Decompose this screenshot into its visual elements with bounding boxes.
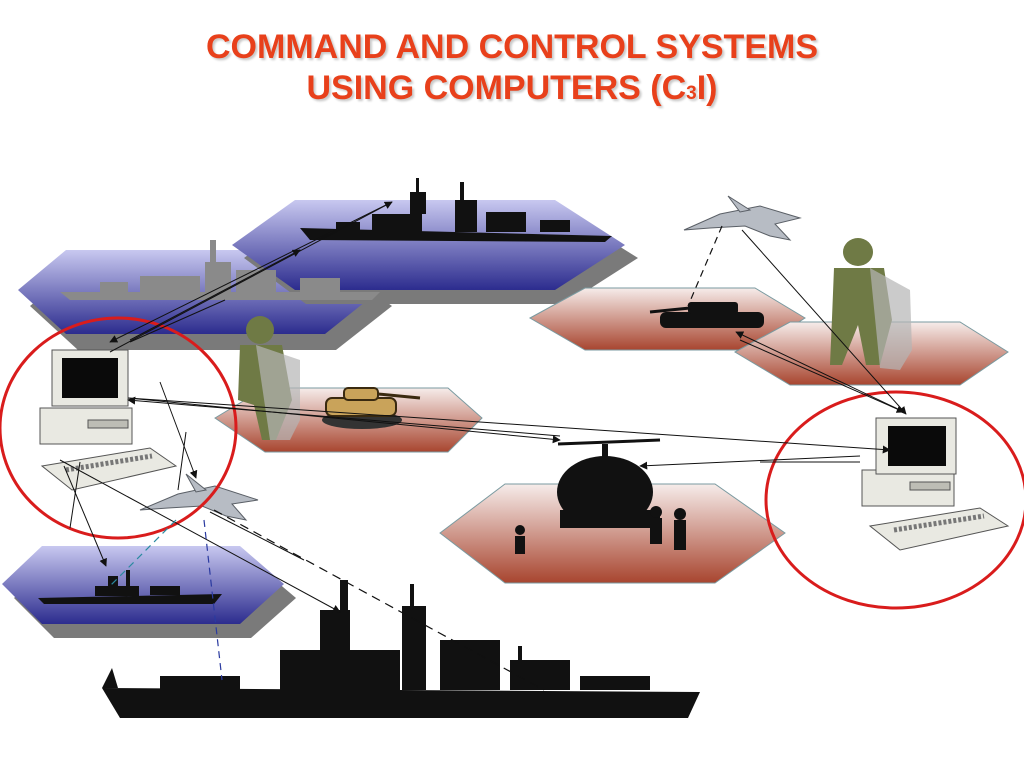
page-title-line-1: COMMAND AND CONTROL SYSTEMS <box>206 28 818 66</box>
soldier-icon <box>830 238 912 370</box>
title-prefix: USING COMPUTERS (C <box>306 69 687 107</box>
warship-icon <box>102 580 700 718</box>
title-subscript: 3 <box>686 83 697 104</box>
fighter-jet-icon <box>139 473 259 521</box>
warship-icon <box>38 570 222 604</box>
helicopter-icon <box>557 438 661 528</box>
title-suffix: I) <box>696 69 718 107</box>
sea-platform-top-center <box>232 200 638 304</box>
warship-icon <box>60 240 380 300</box>
fighter-jet-icon <box>683 195 802 241</box>
warship-icon <box>300 178 612 242</box>
highlight-circle-right <box>764 390 1024 610</box>
tank-icon <box>649 302 764 328</box>
soldier-icon <box>515 506 686 554</box>
sea-platform-bottom-left <box>2 546 296 638</box>
soldier-icon <box>238 316 300 440</box>
page-title-line-2: USING COMPUTERS (C3I) <box>0 68 1024 114</box>
computer-icon <box>861 417 1010 551</box>
land-platform-helicopter <box>439 483 786 584</box>
dashed-links <box>109 225 723 691</box>
communication-links <box>59 201 907 613</box>
highlight-circle-left <box>0 316 238 540</box>
computer-icon <box>39 349 178 491</box>
